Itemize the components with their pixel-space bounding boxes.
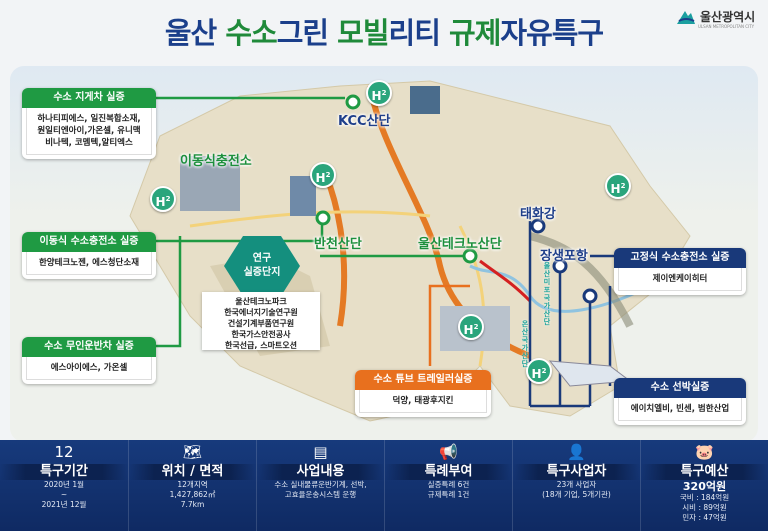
text-line: 한국가스안전공사 [231,330,291,339]
box-body: 에이치엘비, 빈센, 범한산업 [618,398,742,421]
box-header: 수소 지게차 실증 [22,88,156,108]
hydrogen-icon: H2 [458,314,484,340]
text-line: 한양테크노젠, 에스청단소재 [38,258,140,268]
box-header: 고정식 수소충전소 실증 [614,248,746,268]
summary-line: 시비 : 89억원 [682,503,727,512]
map-icon: 🗺 [182,443,203,461]
summary-line: 23개 사업자 [556,480,597,489]
title-segment: 수소 [225,16,277,50]
hydrogen-icon: H2 [366,80,392,106]
text-line: 제이엔케이히터 [652,274,708,284]
text-line: 에이치엘비, 빈센, 범한산업 [630,404,730,414]
summary-line: 규제특례 1건 [427,490,470,499]
box-forklift: 수소 지게차 실증 하나티피에스, 일진복합소재, 원일티엔아이,가온셀, 유니맥… [22,88,156,159]
summary-line: 1,427,862㎡ [169,490,216,499]
label-kcc: KCC산단 [338,114,391,129]
box-body: 한양테크노젠, 에스청단소재 [26,252,152,275]
businessman-icon: 👤 [567,443,586,461]
label-banchen: 반천산단 [314,237,362,252]
text-line: 연구 [252,253,272,264]
box-tube-trailer: 수소 튜브 트레일러실증 덕양, 태광후지킨 [355,370,491,417]
box-ship: 수소 선박실증 에이치엘비, 빈센, 범한산업 [614,378,746,425]
megaphone-icon: 📢 [439,443,458,461]
box-fixed-station: 고정식 수소충전소 실증 제이엔케이히터 [614,248,746,295]
box-agv: 수소 무인운반차 실증 에스아이에스, 가온셀 [22,337,156,384]
label-taehwa: 태화강 [520,207,556,222]
summary-line: 12개지역 [177,480,208,489]
summary-line: 수소 실내물류운반기계, 선박, [274,480,367,489]
hydrogen-icon: H2 [310,162,336,188]
box-mobile-station: 이동식 수소충전소 실증 한양테크노젠, 에스청단소재 [22,232,156,279]
summary-line: (18개 기업, 5개기관) [542,490,611,499]
document-icon: ▤ [313,443,328,461]
hydrogen-icon: H2 [150,186,176,212]
logo-subtext: ULSAN METROPOLITAN CITY [698,24,755,29]
title-segment: 울산 [164,16,226,50]
summary-line: 2020년 1월 [43,480,85,489]
box-header: 이동식 수소충전소 실증 [22,232,156,252]
hydrogen-icon: H2 [605,173,631,199]
summary-line: 고효율운송시스템 운행 [284,490,357,499]
calendar-icon: 12 [54,443,74,461]
label-mipo: 울산미포국가산단 [543,262,551,326]
box-header: 수소 선박실증 [614,378,746,398]
hydrogen-icon: H2 [526,358,552,384]
ulsan-logo-icon [677,10,695,24]
summary-title: 사업내용 [257,464,384,480]
box-header: 수소 무인운반차 실증 [22,337,156,357]
summary-line: 민자 : 47억원 [682,513,727,522]
box-body: 제이엔케이히터 [618,268,742,291]
text-line: 에스아이에스, 가온셀 [50,363,128,373]
summary-title: 특구예산 [641,464,768,480]
title-segment: 규제 [449,16,501,50]
label-jangsaeng: 장생포항 [540,249,588,264]
title-segment: 모빌 [337,16,389,50]
text-line: 원일티엔아이,가온셀, 유니맥 [37,126,141,136]
ulsan-logo: 울산광역시 ULSAN METROPOLITAN CITY [676,8,756,29]
summary-line: 7.7km [180,500,205,509]
text-line: 실증단지 [243,267,281,278]
title-segment: 그린 [276,16,338,50]
text-line: 한국에너지기술연구원 [224,308,298,317]
summary-line: 2021년 12월 [41,500,87,509]
page-title: 울산 수소그린 모빌리티 규제자유특구 [0,10,768,52]
text-line: 비나텍, 코멤텍,알티엑스 [45,138,133,148]
box-body: 에스아이에스, 가온셀 [26,357,152,380]
logo-text: 울산광역시 [700,10,756,24]
summary-title: 특례부여 [385,464,512,480]
text-line: 하나티피에스, 일진복합소재, [37,114,141,124]
text-line: 덕양, 태광후지킨 [392,396,454,406]
box-header: 수소 튜브 트레일러실증 [355,370,491,390]
summary-title: 위치 / 면적 [129,464,256,480]
summary-line: 실증특례 6건 [427,480,470,489]
summary-line: ~ [60,490,68,499]
box-body: 덕양, 태광후지킨 [359,390,487,413]
summary-line: 국비 : 184억원 [679,493,730,502]
text-line: 울산테크노파크 [235,297,287,306]
text-line: 한국선급, 스마트오션 [224,341,298,350]
title-segment: 리티 [388,16,450,50]
label-techno: 울산테크노산단 [418,237,502,252]
piggy-bank-icon: 🐷 [695,443,714,461]
summary-title: 특구기간 [0,464,128,480]
title-segment: 자유특구 [500,16,604,50]
label-onsan: 온산국가산단 [521,320,529,368]
summary-title: 특구사업자 [513,464,640,480]
summary-total: 320억원 [682,480,727,493]
text-line: 건설기계부품연구원 [227,319,295,328]
label-mobile-station: 이동식충전소 [180,154,252,169]
